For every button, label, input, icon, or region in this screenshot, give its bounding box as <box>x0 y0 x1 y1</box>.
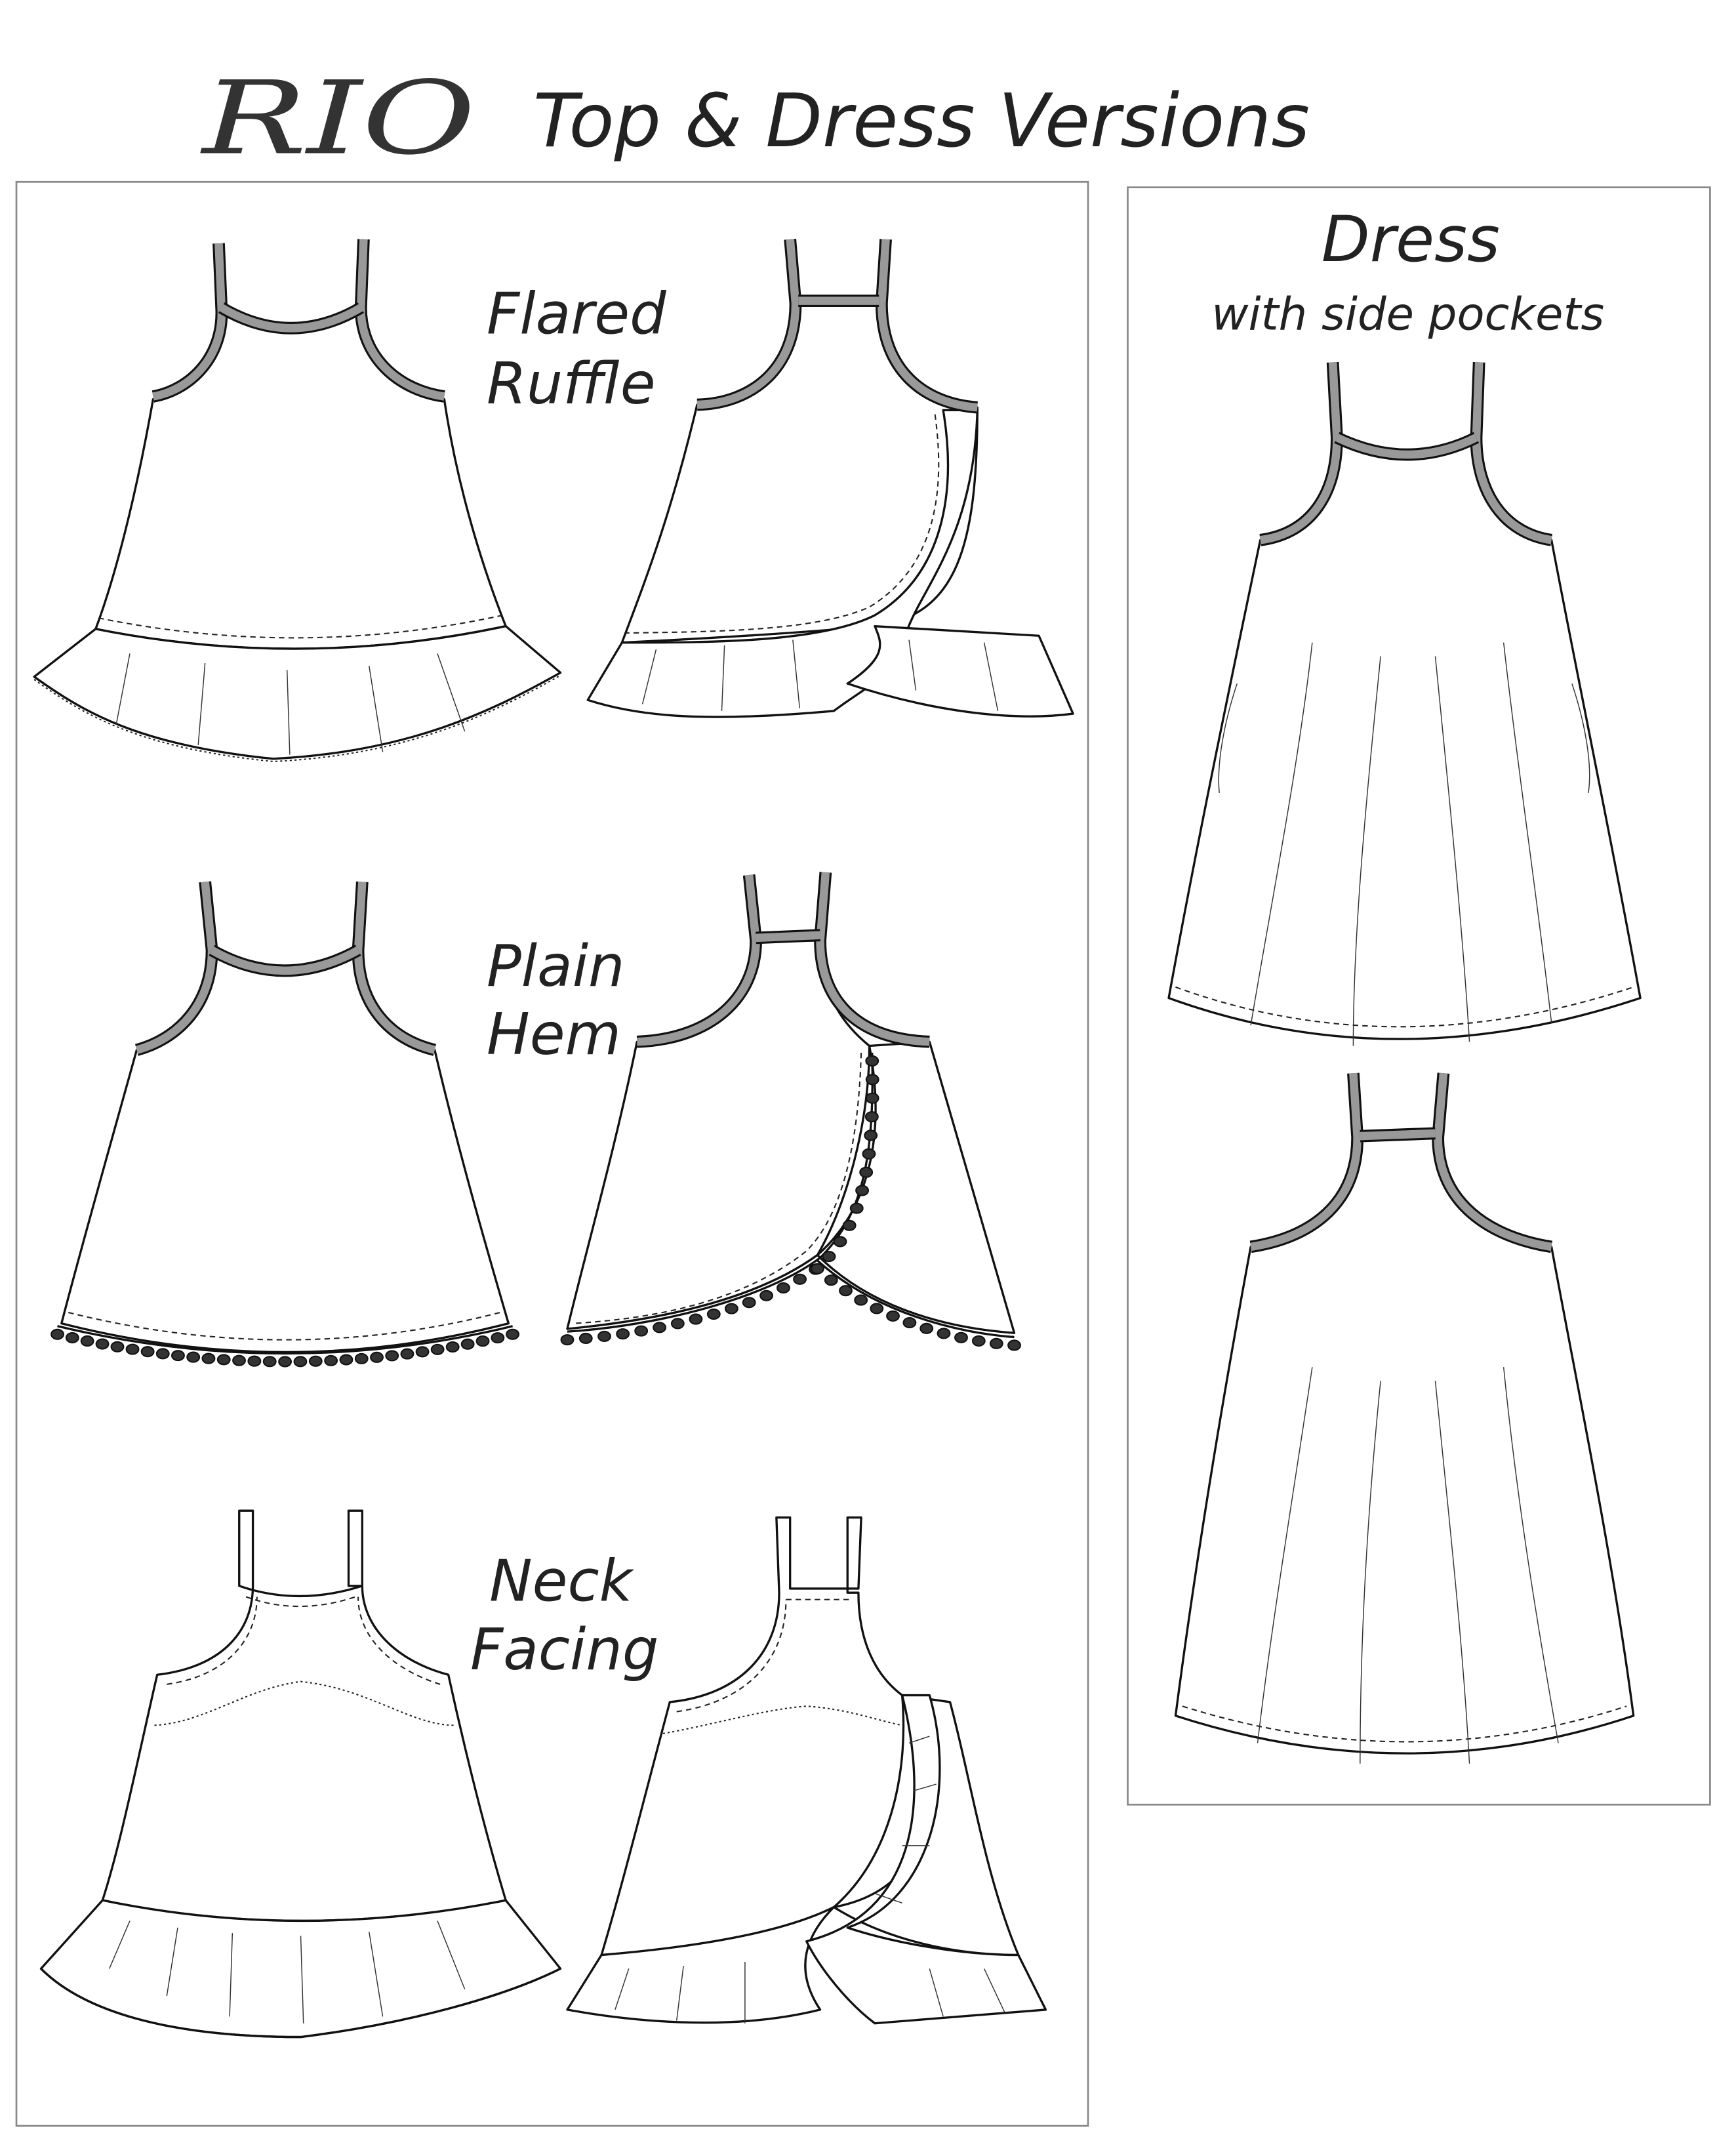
pompom <box>859 1166 874 1178</box>
page-title: Top & Dress Versions <box>533 78 1310 164</box>
pompom <box>140 1346 155 1358</box>
pompom <box>886 1310 900 1322</box>
pompom <box>865 1055 879 1067</box>
pompom <box>653 1322 667 1333</box>
label-hem: Hem <box>487 1001 621 1068</box>
pompom <box>855 1185 870 1196</box>
pompom <box>919 1322 934 1334</box>
pompom <box>385 1350 399 1362</box>
pompom <box>706 1308 721 1320</box>
pompom <box>634 1325 649 1337</box>
dress-panel <box>1127 186 1711 1806</box>
pompom <box>989 1337 1003 1349</box>
pompom <box>862 1148 876 1160</box>
pompom <box>278 1356 293 1368</box>
pompom <box>849 1202 864 1214</box>
pompom <box>854 1294 868 1306</box>
label-plain: Plain <box>487 933 625 1000</box>
pompom <box>597 1330 611 1342</box>
pompom <box>937 1328 951 1339</box>
pompom <box>616 1328 630 1340</box>
pompom <box>842 1219 857 1231</box>
pompom <box>430 1343 445 1355</box>
flared-ruffle-top-wrap <box>586 239 1074 718</box>
pompom <box>1007 1339 1021 1351</box>
pompom <box>400 1348 414 1360</box>
pompom <box>125 1343 140 1355</box>
pompom <box>822 1251 836 1263</box>
pompom <box>793 1273 807 1285</box>
pompom <box>810 1263 824 1274</box>
pompom <box>864 1111 879 1123</box>
pompom <box>759 1290 774 1301</box>
pompom <box>578 1332 593 1344</box>
pompom <box>724 1303 738 1314</box>
pompom <box>777 1282 790 1294</box>
pompom <box>415 1346 430 1358</box>
pompom <box>80 1335 94 1347</box>
pompom <box>186 1351 201 1363</box>
pompom <box>865 1092 879 1104</box>
pompom <box>865 1074 879 1086</box>
pompom <box>506 1328 520 1340</box>
pompom <box>491 1332 505 1344</box>
pompom <box>833 1236 847 1248</box>
pompom <box>742 1297 756 1309</box>
label-neck: Neck <box>489 1548 634 1615</box>
pompom <box>324 1354 338 1366</box>
pompom <box>354 1353 369 1364</box>
pompom <box>954 1332 968 1343</box>
flared-ruffle-top-front <box>33 239 562 763</box>
dress-back <box>1174 1072 1635 1764</box>
pompom <box>216 1354 231 1366</box>
label-ruffle: Ruffle <box>487 350 656 417</box>
pompom <box>902 1316 917 1329</box>
pompom <box>110 1341 125 1353</box>
label-flared: Flared <box>487 281 666 348</box>
dress-subtitle: with side pockets <box>1211 288 1604 340</box>
pompom <box>670 1318 685 1330</box>
pompom <box>824 1274 838 1286</box>
pompom <box>475 1335 490 1347</box>
pompom-trim <box>50 1055 1021 1368</box>
pompom <box>339 1354 353 1366</box>
pompom <box>50 1328 64 1340</box>
neck-facing-top-wrap <box>566 1516 1047 2025</box>
rio-logo: RIO <box>199 60 475 178</box>
pompom <box>864 1129 878 1141</box>
pompom <box>370 1351 384 1363</box>
pompom <box>293 1356 308 1368</box>
pompom <box>262 1356 277 1368</box>
label-facing: Facing <box>470 1616 658 1683</box>
pompom <box>171 1350 185 1362</box>
pompom <box>839 1285 853 1297</box>
tops-panel <box>15 180 1089 2127</box>
pompom <box>445 1341 460 1353</box>
pompom <box>308 1355 323 1367</box>
pompom <box>232 1354 246 1366</box>
pompom <box>971 1335 986 1347</box>
dress-title: Dress <box>1322 203 1500 276</box>
plain-hem-top-front <box>57 881 513 1355</box>
dress-front <box>1167 361 1642 1046</box>
pompom <box>689 1313 703 1325</box>
plain-hem-top-wrap <box>566 872 1016 1339</box>
pompom <box>560 1334 575 1346</box>
pompom <box>201 1353 216 1364</box>
pompom <box>247 1355 262 1367</box>
pompom <box>460 1338 475 1350</box>
pompom <box>95 1338 110 1350</box>
pompom <box>870 1303 884 1314</box>
neck-facing-top-front <box>39 1509 562 2039</box>
pompom <box>155 1348 170 1360</box>
pompom <box>65 1332 79 1344</box>
